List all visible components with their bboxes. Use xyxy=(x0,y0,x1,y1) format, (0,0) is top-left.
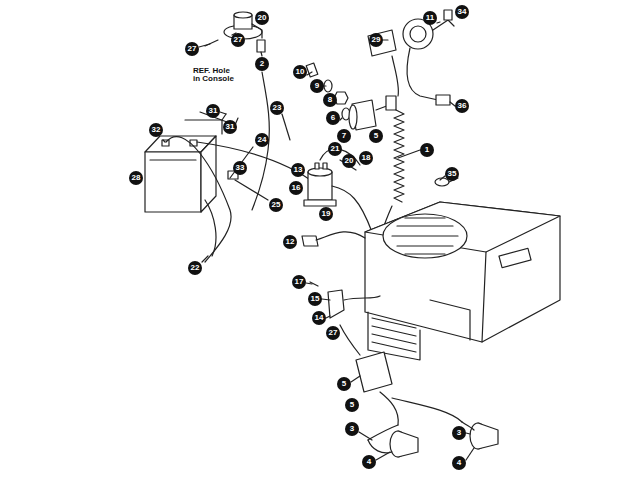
callout-number: 10 xyxy=(293,65,307,79)
callout-number: 22 xyxy=(188,261,202,275)
callout-number: 1 xyxy=(420,143,434,157)
callout-number: 36 xyxy=(455,99,469,113)
callout-number: 34 xyxy=(455,5,469,19)
callout-number: 7 xyxy=(337,129,351,143)
callout-number: 31 xyxy=(223,120,237,134)
callout-number: 35 xyxy=(445,167,459,181)
reference-note: REF. Hole in Console xyxy=(192,66,238,85)
callout-number: 5 xyxy=(369,129,383,143)
callout-number: 27 xyxy=(185,42,199,56)
callout-number: 31 xyxy=(206,104,220,118)
callout-number: 16 xyxy=(289,181,303,195)
callout-number: 21 xyxy=(328,142,342,156)
callout-number: 28 xyxy=(129,171,143,185)
callout-number: 11 xyxy=(423,11,437,25)
callout-number: 23 xyxy=(270,101,284,115)
callout-number: 20 xyxy=(342,154,356,168)
callout-number: 19 xyxy=(319,207,333,221)
callout-number: 4 xyxy=(452,456,466,470)
callout-number: 25 xyxy=(269,198,283,212)
callout-number: 17 xyxy=(292,275,306,289)
callout-number: 20 xyxy=(255,11,269,25)
callout-number: 8 xyxy=(323,93,337,107)
callout-number: 15 xyxy=(308,292,322,306)
callout-number: 13 xyxy=(291,163,305,177)
callout-number: 24 xyxy=(255,133,269,147)
callout-number: 33 xyxy=(233,161,247,175)
callout-number: 6 xyxy=(326,111,340,125)
callout-number: 32 xyxy=(149,123,163,137)
callout-number: 27 xyxy=(231,33,245,47)
callout-number: 2 xyxy=(255,57,269,71)
callout-number: 5 xyxy=(337,377,351,391)
callout-number: 5 xyxy=(345,398,359,412)
callout-number: 9 xyxy=(310,79,324,93)
callout-number: 27 xyxy=(326,326,340,340)
callout-number: 18 xyxy=(359,151,373,165)
callout-number: 14 xyxy=(312,311,326,325)
callout-number: 3 xyxy=(345,422,359,436)
callout-number: 4 xyxy=(362,455,376,469)
callout-number: 29 xyxy=(369,33,383,47)
callout-number: 12 xyxy=(283,235,297,249)
callout-number: 3 xyxy=(452,426,466,440)
